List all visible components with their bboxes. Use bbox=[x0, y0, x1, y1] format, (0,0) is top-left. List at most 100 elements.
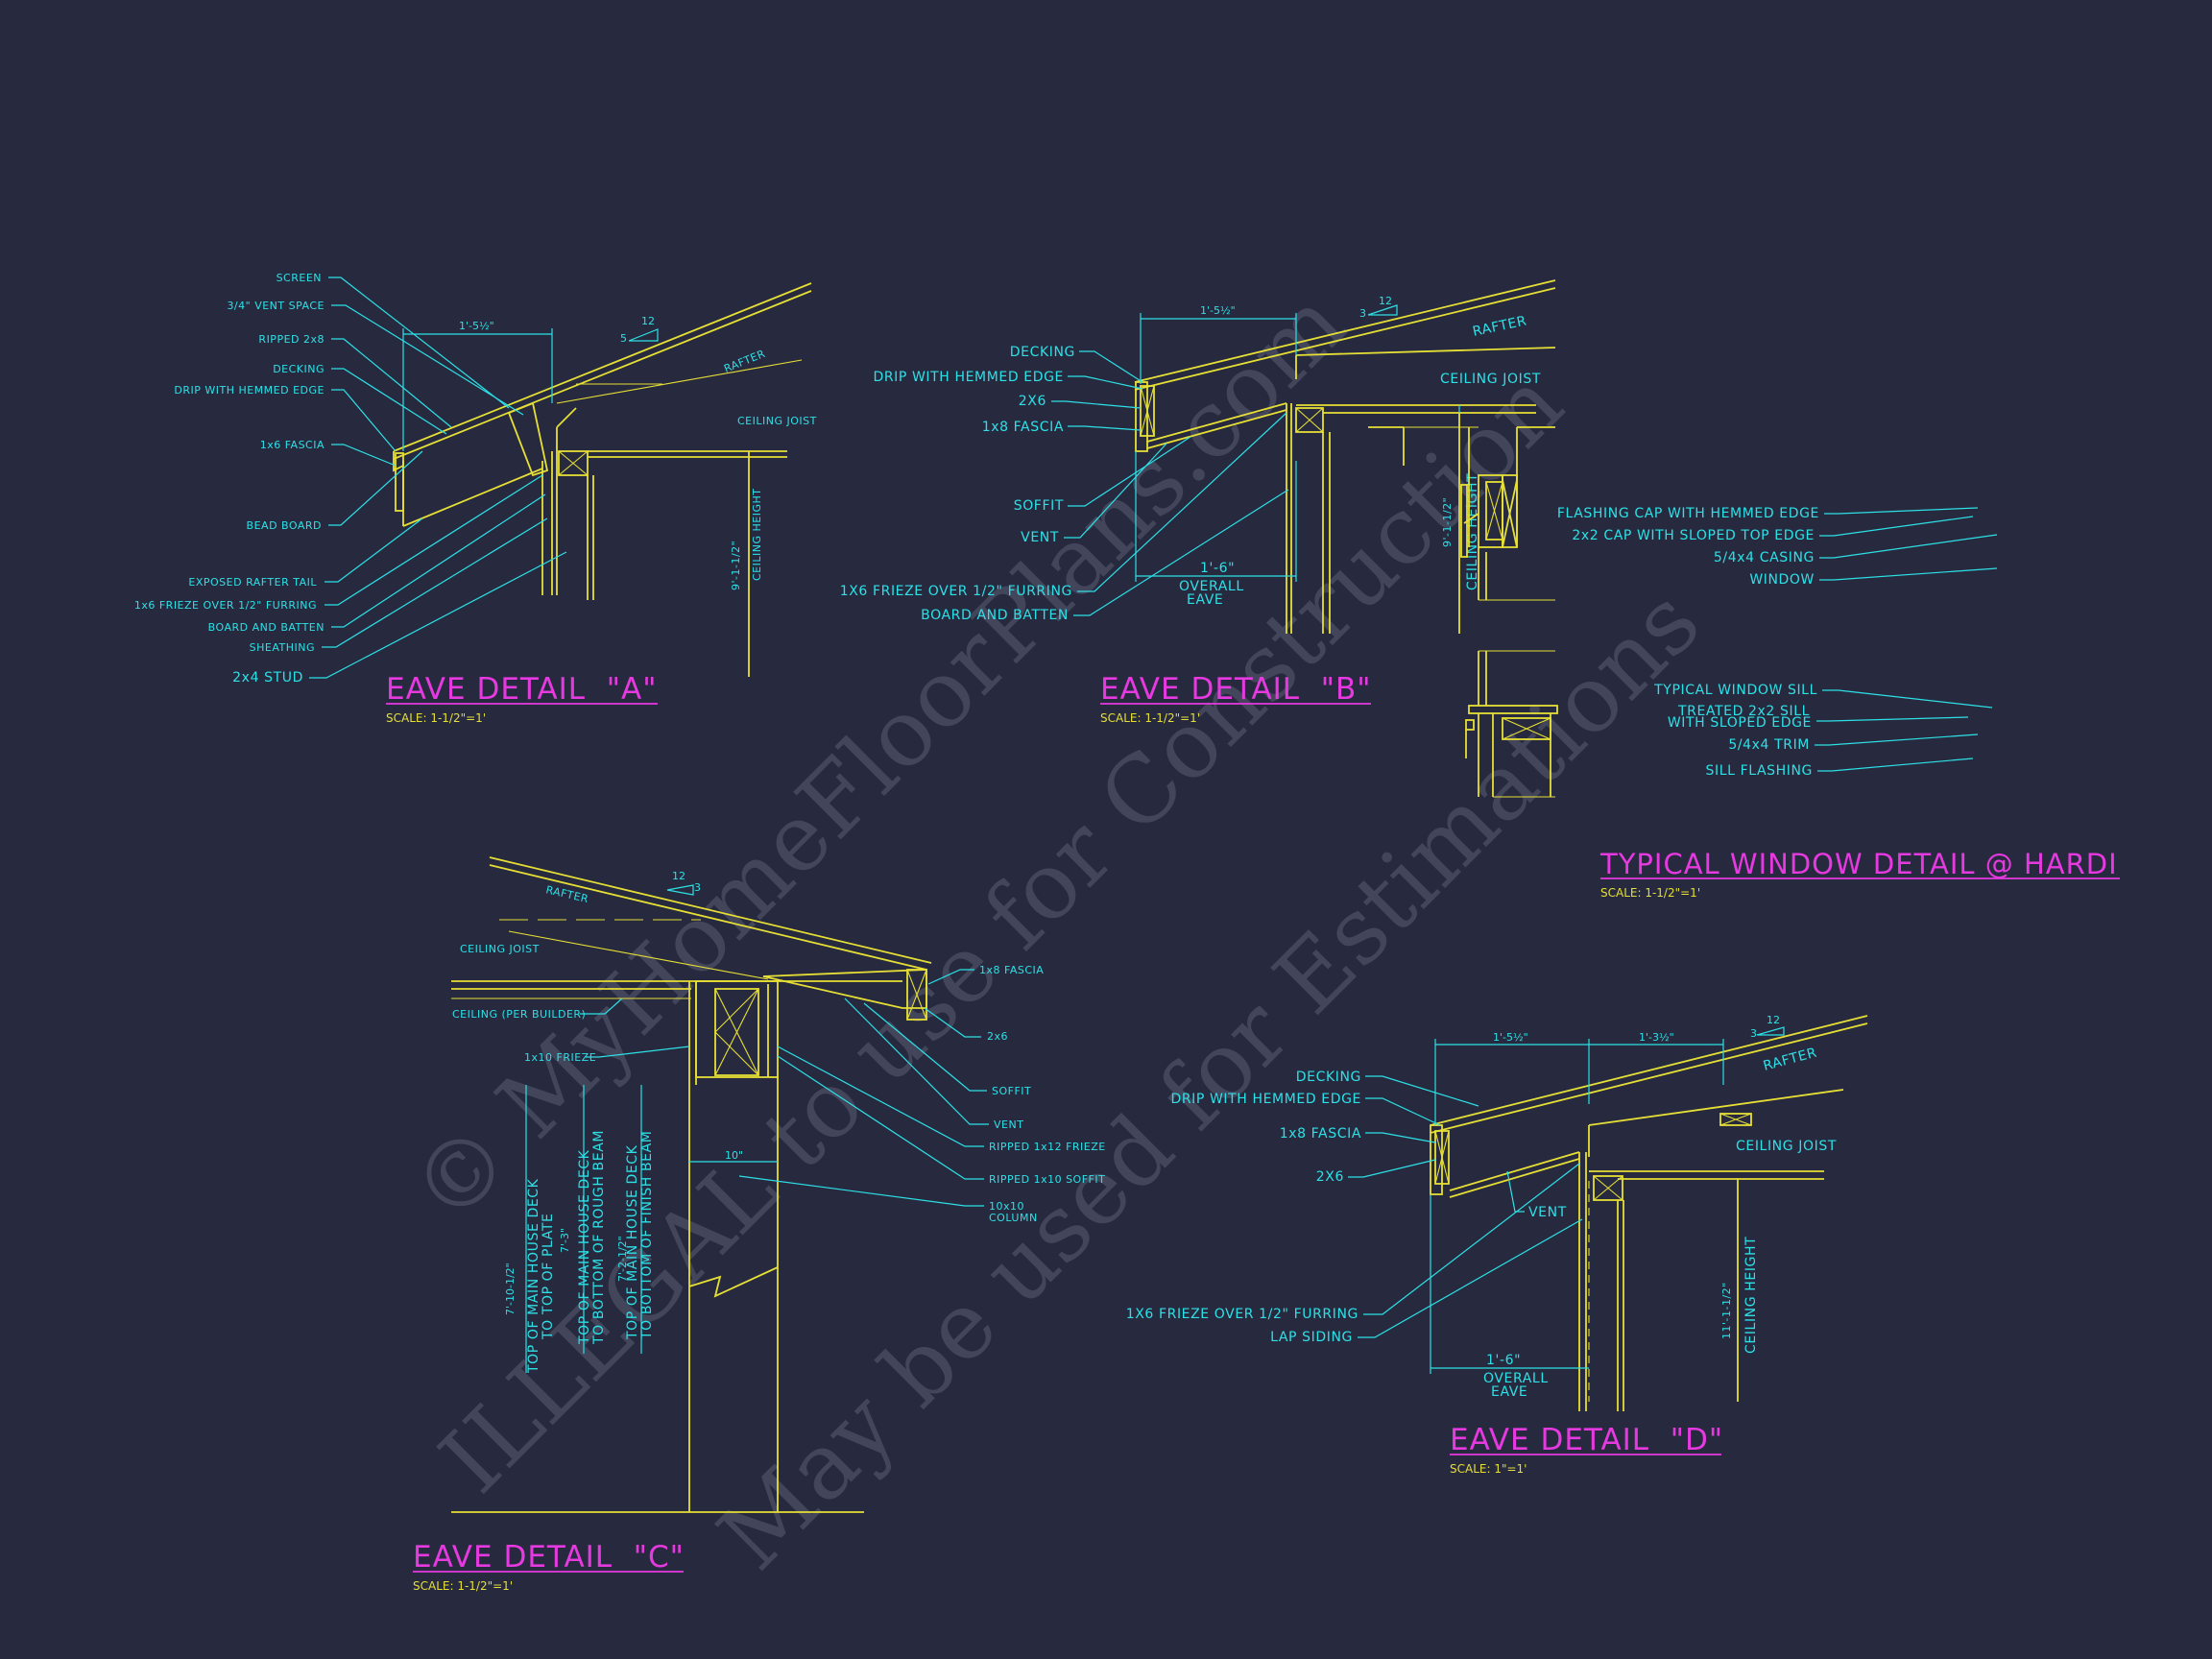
detail-c-title: EAVE DETAIL "C" bbox=[413, 1540, 685, 1575]
detail-a-title: EAVE DETAIL "A" bbox=[386, 672, 658, 707]
callout-label: RIPPED 1x12 FRIEZE bbox=[989, 1141, 1106, 1153]
callout-label: SCREEN bbox=[276, 272, 322, 284]
detail-c-leaders bbox=[580, 969, 989, 1207]
callout-label: CEILING (PER BUILDER) bbox=[452, 1008, 586, 1021]
detail-d-pitch-run: 12 bbox=[1767, 1014, 1780, 1026]
detail-b-callouts: DECKING DRIP WITH HEMMED EDGE 2X6 1x8 FA… bbox=[840, 345, 1075, 623]
callout-label: LAP SIDING bbox=[1270, 1330, 1353, 1345]
eave-detail-a: 1'-5½" 12 5 RAFTER CEILING JOIST 9'-1-1/… bbox=[134, 272, 817, 725]
callout-label: 5/4x4 TRIM bbox=[1728, 737, 1810, 753]
callout-label: COLUMN bbox=[989, 1212, 1038, 1224]
callout-label: 1x8 FASCIA bbox=[982, 420, 1064, 435]
detail-a-rafter: RAFTER bbox=[722, 348, 767, 375]
callout-label: 5/4x4 CASING bbox=[1714, 550, 1815, 565]
detail-d-dim-1: 1'-5½" bbox=[1493, 1031, 1528, 1044]
typical-window-detail: FLASHING CAP WITH HEMMED EDGE 2x2 CAP WI… bbox=[1368, 426, 2120, 900]
detail-c-pitch-run: 12 bbox=[672, 870, 685, 882]
callout-label: DRIP WITH HEMMED EDGE bbox=[174, 384, 325, 397]
detail-d-ceiling-joist: CEILING JOIST bbox=[1736, 1139, 1837, 1154]
detail-c-column-dim: 10" bbox=[725, 1149, 743, 1162]
callout-label: 3/4" VENT SPACE bbox=[227, 300, 325, 312]
window-head-callouts: FLASHING CAP WITH HEMMED EDGE 2x2 CAP WI… bbox=[1557, 506, 1819, 588]
detail-d-overall-label: OVERALL bbox=[1483, 1371, 1549, 1386]
detail-b-pitch-rise: 3 bbox=[1359, 307, 1366, 320]
detail-a-overhang-dim: 1'-5½" bbox=[459, 320, 494, 332]
detail-a-ceiling-height: CEILING HEIGHT bbox=[751, 489, 763, 581]
detail-a-pitch-rise: 5 bbox=[620, 332, 627, 345]
callout-label: 2X6 bbox=[1019, 394, 1046, 409]
detail-d-overall-dim: 1'-6" bbox=[1486, 1353, 1521, 1368]
detail-a-ceiling-joist: CEILING JOIST bbox=[737, 415, 817, 427]
detail-a-leaders bbox=[309, 276, 567, 679]
callout-label: 2X6 bbox=[1316, 1169, 1344, 1185]
window-leaders bbox=[1815, 507, 1998, 772]
callout-label: SHEATHING bbox=[250, 641, 315, 654]
callout-label: EXPOSED RAFTER TAIL bbox=[188, 576, 317, 589]
detail-d-pitch-rise: 3 bbox=[1750, 1027, 1757, 1040]
detail-b-overhang-dim: 1'-5½" bbox=[1200, 304, 1236, 317]
detail-a-scale: SCALE: 1-1/2"=1' bbox=[386, 711, 486, 725]
detail-a-ceiling-height-dim: 9'-1-1/2" bbox=[730, 541, 742, 590]
detail-c-vdim-2-line1: TOP OF MAIN HOUSE DECK bbox=[577, 1149, 592, 1345]
eave-detail-b: 1'-5½" 1'-6" OVERALL EAVE 12 3 RAFTER CE… bbox=[840, 279, 1556, 725]
callout-label: 1X6 FRIEZE OVER 1/2" FURRING bbox=[1126, 1307, 1358, 1322]
callout-label: VENT bbox=[1528, 1205, 1567, 1220]
callout-label: 10x10 bbox=[989, 1200, 1024, 1213]
callout-label: DECKING bbox=[1010, 345, 1075, 360]
callout-label: WINDOW bbox=[1749, 572, 1815, 588]
detail-c-vdim-2-line2: TO BOTTOM OF ROUGH BEAM bbox=[591, 1130, 607, 1345]
detail-b-rafter: RAFTER bbox=[1472, 313, 1528, 340]
callout-label: DECKING bbox=[273, 363, 325, 375]
detail-d-ceiling-height: CEILING HEIGHT bbox=[1743, 1237, 1759, 1354]
eave-detail-d: 1'-5½" 1'-3½" 1'-6" OVERALL EAVE 12 3 RA… bbox=[1126, 1014, 1868, 1476]
detail-b-ceiling-height-dim: 9'-1-1/2" bbox=[1441, 497, 1454, 547]
detail-d-scale: SCALE: 1"=1' bbox=[1450, 1462, 1527, 1476]
detail-b-title: EAVE DETAIL "B" bbox=[1100, 672, 1372, 707]
detail-b-scale: SCALE: 1-1/2"=1' bbox=[1100, 711, 1200, 725]
detail-c-vdim-3-line2: TO BOTTOM OF FINISH BEAM bbox=[639, 1131, 655, 1340]
callout-label: BOARD AND BATTEN bbox=[208, 621, 325, 634]
window-sill-callouts: TYPICAL WINDOW SILL TREATED 2x2 SILL WIT… bbox=[1653, 683, 1817, 779]
detail-a-callouts: SCREEN 3/4" VENT SPACE RIPPED 2x8 DECKIN… bbox=[134, 272, 325, 685]
callout-label: 1X6 FRIEZE OVER 1/2" FURRING bbox=[840, 584, 1072, 599]
detail-b-eave-label: EAVE bbox=[1187, 592, 1223, 608]
detail-c-pitch-rise: 3 bbox=[694, 881, 701, 894]
window-detail-title: TYPICAL WINDOW DETAIL @ HARDI bbox=[1599, 848, 2118, 880]
detail-d-callouts: DECKING DRIP WITH HEMMED EDGE 1x8 FASCIA… bbox=[1126, 1070, 1567, 1345]
callout-label: CEILING JOIST bbox=[460, 943, 540, 955]
detail-d-title: EAVE DETAIL "D" bbox=[1450, 1423, 1723, 1457]
detail-c-vdim-1-line2: TO TOP OF PLATE bbox=[541, 1214, 556, 1340]
callout-label: DRIP WITH HEMMED EDGE bbox=[1170, 1092, 1361, 1107]
callout-label: BOARD AND BATTEN bbox=[921, 608, 1069, 623]
callout-label: BEAD BOARD bbox=[247, 519, 322, 532]
detail-b-ceiling-joist: CEILING JOIST bbox=[1440, 372, 1541, 387]
callout-label: SOFFIT bbox=[1014, 498, 1064, 514]
detail-b-pitch-run: 12 bbox=[1379, 295, 1392, 307]
callout-label: 1x10 FRIEZE bbox=[524, 1051, 596, 1064]
callout-label: VENT bbox=[994, 1118, 1023, 1131]
callout-label: 1x6 FASCIA bbox=[260, 439, 325, 451]
callout-label: TREATED 2x2 SILL bbox=[1677, 704, 1810, 719]
detail-b-overall-label: OVERALL bbox=[1179, 579, 1244, 594]
callout-label: 2x4 STUD bbox=[232, 670, 303, 685]
detail-d-rafter: RAFTER bbox=[1762, 1046, 1818, 1074]
detail-b-overall-dim: 1'-6" bbox=[1200, 561, 1235, 576]
detail-b-leaders bbox=[1051, 350, 1289, 616]
detail-c-scale: SCALE: 1-1/2"=1' bbox=[413, 1579, 513, 1593]
callout-label: WITH SLOPED EDGE bbox=[1668, 715, 1812, 731]
callout-label: TYPICAL WINDOW SILL bbox=[1653, 683, 1817, 698]
callout-label: SILL FLASHING bbox=[1706, 763, 1813, 779]
detail-c-vdim-1-line1: TOP OF MAIN HOUSE DECK bbox=[526, 1178, 541, 1374]
detail-a-pitch-run: 12 bbox=[641, 315, 655, 327]
callout-label: 2x2 CAP WITH SLOPED TOP EDGE bbox=[1572, 528, 1815, 543]
detail-d-leaders bbox=[1348, 1075, 1583, 1338]
callout-label: FLASHING CAP WITH HEMMED EDGE bbox=[1557, 506, 1819, 521]
callout-label: VENT bbox=[1021, 530, 1059, 545]
detail-c-vdim-2: 7'-3" bbox=[559, 1228, 571, 1253]
detail-d-ceiling-height-dim: 11'-1-1/2" bbox=[1720, 1282, 1733, 1339]
detail-d-dim-2: 1'-3½" bbox=[1639, 1031, 1674, 1044]
callout-label: SOFFIT bbox=[992, 1085, 1031, 1097]
eave-detail-c: 10" 12 3 RAFTER 7'-10-1/2" TOP OF MAIN H… bbox=[413, 856, 1106, 1593]
callout-label: RIPPED 2x8 bbox=[258, 333, 325, 346]
window-detail-scale: SCALE: 1-1/2"=1' bbox=[1600, 886, 1700, 900]
